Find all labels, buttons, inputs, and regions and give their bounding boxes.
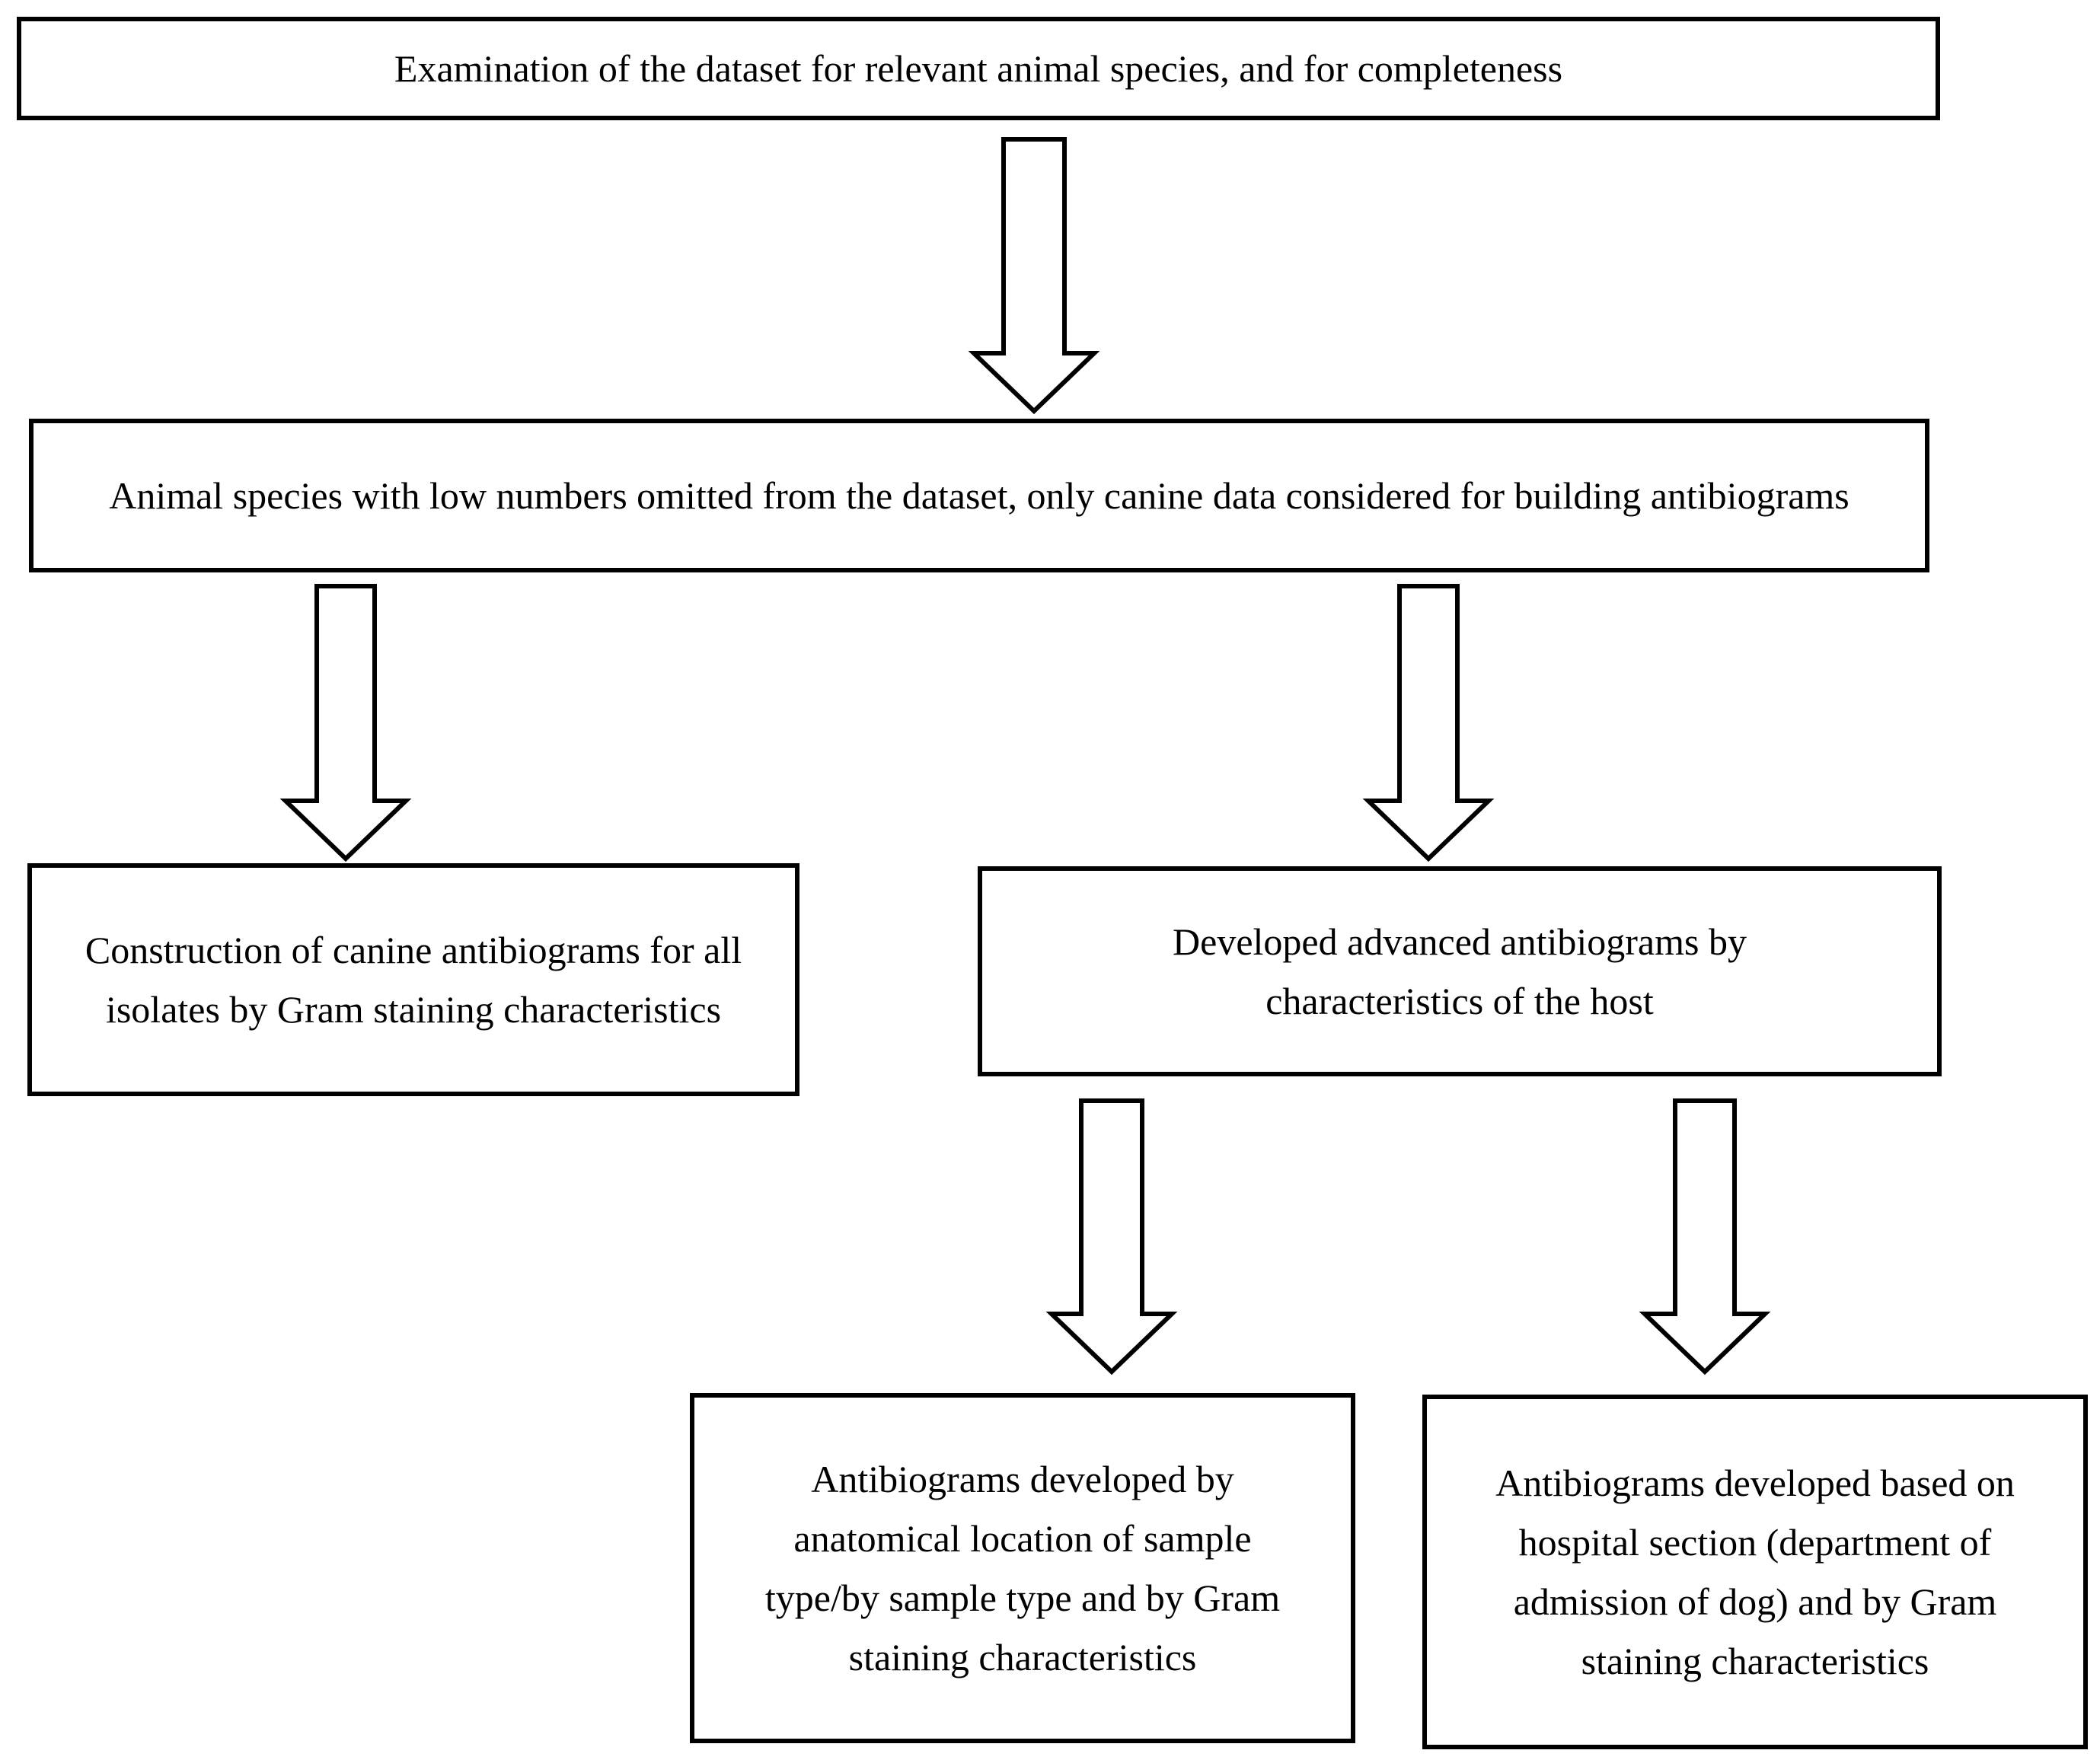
- step4-right-text: Antibiograms developed based on hospital…: [1495, 1462, 2015, 1682]
- step1-text: Examination of the dataset for relevant …: [394, 47, 1563, 90]
- arrow-down-icon: [968, 137, 1100, 415]
- step4-left-text: Antibiograms developed by anatomical loc…: [764, 1458, 1281, 1679]
- step2-text: Animal species with low numbers omitted …: [109, 474, 1849, 517]
- step4-left-anatomical-location-box: Antibiograms developed by anatomical loc…: [690, 1393, 1355, 1743]
- step3-left-text: Construction of canine antibiograms for …: [85, 929, 742, 1031]
- arrow-down-icon: [1045, 1098, 1178, 1376]
- step2-canine-filter-box: Animal species with low numbers omitted …: [29, 419, 1929, 572]
- step3-right-advanced-antibiograms-box: Developed advanced antibiograms by chara…: [978, 866, 1942, 1076]
- arrow-down-icon: [279, 584, 412, 862]
- step1-dataset-examination-box: Examination of the dataset for relevant …: [17, 17, 1940, 120]
- step3-left-gram-antibiograms-box: Construction of canine antibiograms for …: [27, 863, 799, 1096]
- step3-right-text: Developed advanced antibiograms by chara…: [1173, 920, 1747, 1022]
- step4-right-hospital-section-box: Antibiograms developed based on hospital…: [1422, 1395, 2088, 1749]
- arrow-down-icon: [1639, 1098, 1771, 1376]
- arrow-down-icon: [1362, 584, 1495, 862]
